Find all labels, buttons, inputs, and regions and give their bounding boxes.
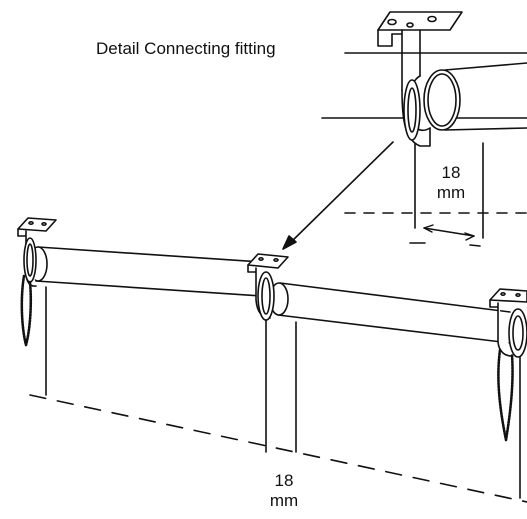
- detail-dimension-arrow: [423, 224, 475, 241]
- detail-view: [321, 11, 527, 247]
- main-gap-value: 18: [274, 471, 294, 490]
- main-assembly: [17, 217, 527, 503]
- right-bracket: [489, 288, 527, 358]
- right-bead-chain: [497, 348, 514, 442]
- left-bead-chain: [20, 274, 33, 347]
- detail-bracket: [377, 11, 463, 147]
- main-gap-unit: mm: [269, 491, 299, 510]
- middle-bracket: [247, 253, 289, 321]
- right-tube: [269, 282, 511, 344]
- blind-fabric: [45, 286, 521, 499]
- main-gap-dimension: 18 mm: [264, 471, 304, 511]
- detail-gap-unit: mm: [436, 183, 466, 202]
- detail-tube: [423, 62, 527, 131]
- left-tube: [28, 246, 263, 297]
- base-dashed-line: [29, 394, 527, 503]
- detail-gap-value: 18: [441, 163, 461, 182]
- diagram-title: Detail Connecting fitting: [96, 39, 276, 58]
- detail-pointer-arrow: [282, 141, 394, 250]
- detail-gap-dimension: 18 mm: [431, 163, 471, 203]
